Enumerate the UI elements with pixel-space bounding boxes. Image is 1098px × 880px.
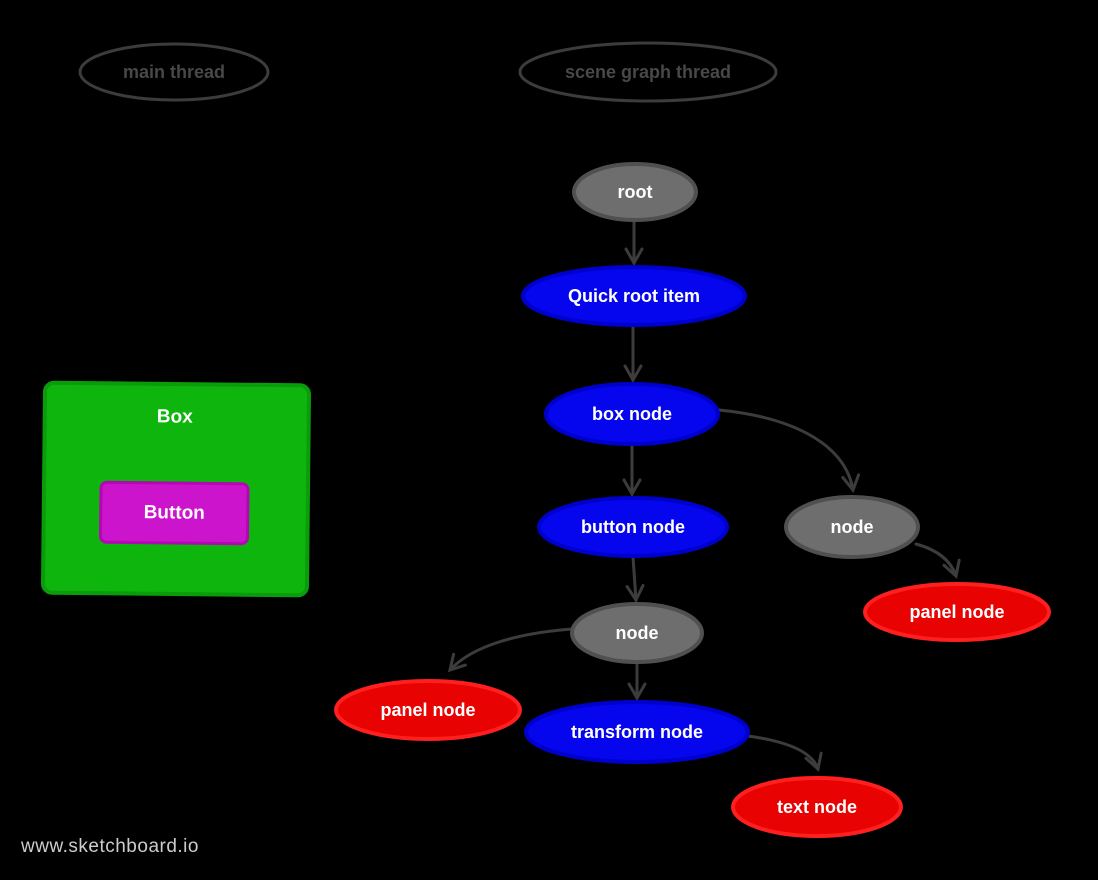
button-label: Button — [144, 502, 205, 524]
node-ellipse[interactable] — [731, 776, 903, 838]
node-label: transform node — [571, 722, 703, 742]
node-label: node — [616, 623, 659, 643]
node-label: root — [618, 182, 653, 202]
node-root[interactable]: root — [572, 162, 698, 222]
node-ellipse[interactable] — [570, 602, 704, 664]
node-ellipse[interactable] — [524, 700, 750, 764]
node-button-node[interactable]: button node — [537, 496, 729, 558]
node-ellipse[interactable] — [863, 582, 1051, 642]
sketch-button[interactable]: Button — [99, 480, 250, 546]
node-ellipse[interactable] — [544, 382, 720, 446]
node-transform-node[interactable]: transform node — [524, 700, 750, 764]
edge-node-right-to-panel-node-right[interactable] — [914, 542, 961, 579]
edge-node-left-to-panel-node-left[interactable] — [447, 627, 574, 673]
thread-label: main thread — [123, 62, 225, 82]
node-label: text node — [777, 797, 857, 817]
node-ellipse[interactable] — [521, 265, 747, 327]
node-panel-node-left[interactable]: panel node — [334, 679, 522, 741]
edge-transform-node-to-text-node[interactable] — [746, 734, 823, 772]
node-label: node — [831, 517, 874, 537]
thread-ellipse[interactable] — [78, 42, 270, 102]
thread-label: scene graph thread — [565, 62, 731, 82]
node-label: button node — [581, 517, 685, 537]
box-label: Box — [157, 406, 194, 427]
node-text-node[interactable]: text node — [731, 776, 903, 838]
edge-box-node-to-node-right[interactable] — [717, 408, 861, 493]
node-node-right[interactable]: node — [784, 495, 920, 559]
node-label: box node — [592, 404, 672, 424]
node-ellipse[interactable] — [334, 679, 522, 741]
node-ellipse[interactable] — [784, 495, 920, 559]
thread-scene-graph-thread[interactable]: scene graph thread — [518, 41, 778, 103]
node-label: panel node — [909, 602, 1004, 622]
node-node-left[interactable]: node — [570, 602, 704, 664]
thread-main-thread[interactable]: main thread — [78, 42, 270, 102]
thread-ellipse[interactable] — [518, 41, 778, 103]
node-panel-node-right[interactable]: panel node — [863, 582, 1051, 642]
watermark-text: www.sketchboard.io — [21, 836, 199, 857]
node-ellipse[interactable] — [572, 162, 698, 222]
node-label: Quick root item — [568, 286, 700, 306]
node-ellipse[interactable] — [537, 496, 729, 558]
node-label: panel node — [380, 700, 475, 720]
node-quick-root-item[interactable]: Quick root item — [521, 265, 747, 327]
node-box-node[interactable]: box node — [544, 382, 720, 446]
button-shape[interactable] — [99, 480, 250, 546]
edge-button-node-to-node-left[interactable] — [625, 555, 645, 604]
